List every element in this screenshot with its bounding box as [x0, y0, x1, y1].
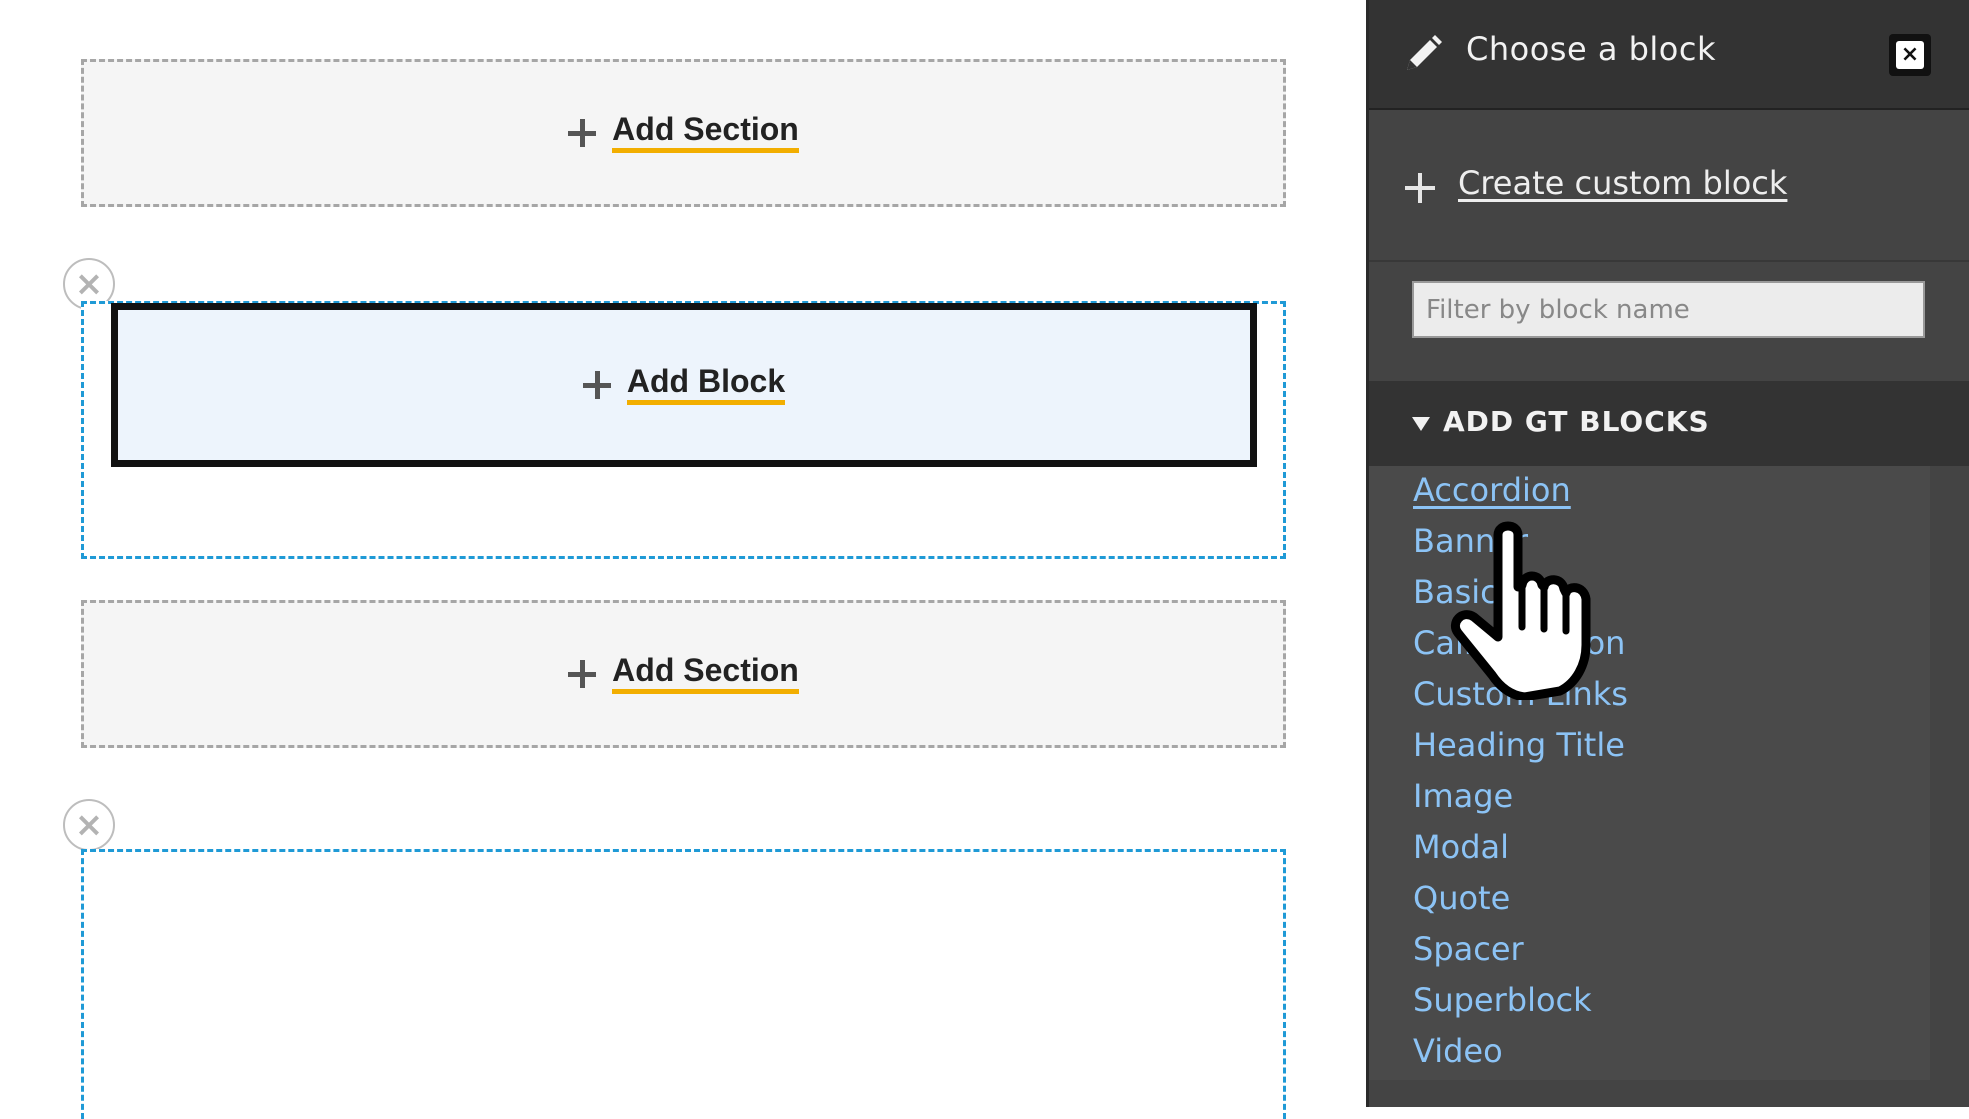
close-sidebar-button[interactable]: × [1889, 34, 1931, 76]
block-link-video[interactable]: Video [1413, 1032, 1503, 1070]
list-item: Accordion [1369, 466, 1930, 517]
pencil-icon [1407, 35, 1442, 70]
block-link-call-to-action[interactable]: Call to Action [1413, 624, 1626, 662]
create-custom-block-link[interactable]: Create custom block [1458, 164, 1788, 202]
add-section-link[interactable]: Add Section [612, 654, 799, 694]
sidebar-title: Choose a block [1466, 30, 1716, 68]
block-link-accordion[interactable]: Accordion [1413, 471, 1571, 509]
plus-icon [568, 660, 597, 688]
block-link-basic[interactable]: Basic [1413, 573, 1498, 611]
list-item: Banner [1369, 517, 1930, 568]
add-block-link[interactable]: Add Block [626, 365, 786, 405]
list-item: Image [1369, 772, 1930, 823]
add-section-link-row[interactable]: Add Section [568, 654, 799, 694]
plus-icon [1405, 173, 1435, 203]
block-link-spacer[interactable]: Spacer [1413, 930, 1524, 968]
list-item: Modal [1369, 823, 1930, 874]
section-region [81, 849, 1286, 1119]
block-link-modal[interactable]: Modal [1413, 828, 1509, 866]
add-section-link[interactable]: Add Section [612, 113, 799, 153]
caret-down-icon [1412, 417, 1430, 431]
list-item: Quote [1369, 874, 1930, 925]
block-group-toggle[interactable]: ADD GT BLOCKS [1369, 381, 1969, 466]
list-item: Basic [1369, 568, 1930, 619]
close-icon: × [74, 805, 104, 845]
block-group-title: ADD GT BLOCKS [1443, 405, 1710, 438]
list-item: Superblock [1369, 976, 1930, 1027]
remove-section-button[interactable]: × [63, 799, 115, 851]
add-section-area: Add Section [81, 600, 1286, 748]
close-icon: × [1896, 41, 1924, 69]
plus-icon [568, 119, 597, 147]
filter-block-input[interactable] [1412, 281, 1925, 338]
block-link-custom-links[interactable]: Custom Links [1413, 675, 1628, 713]
list-item: Call to Action [1369, 619, 1930, 670]
add-block-link-row[interactable]: Add Block [582, 365, 786, 405]
close-icon: × [74, 264, 104, 304]
block-list: Accordion Banner Basic Call to Action Cu… [1369, 466, 1930, 1080]
add-section-area: Add Section [81, 59, 1286, 207]
list-item: Custom Links [1369, 670, 1930, 721]
block-link-heading-title[interactable]: Heading Title [1413, 726, 1625, 764]
list-item: Video [1369, 1027, 1930, 1078]
block-link-image[interactable]: Image [1413, 777, 1514, 815]
block-link-banner[interactable]: Banner [1413, 522, 1528, 560]
list-item: Heading Title [1369, 721, 1930, 772]
choose-block-sidebar: Choose a block × Create custom block ADD… [1366, 0, 1969, 1107]
block-link-quote[interactable]: Quote [1413, 879, 1511, 917]
add-section-link-row[interactable]: Add Section [568, 113, 799, 153]
layout-canvas: Add Section × Add Block Add Section × [63, 59, 1286, 1119]
add-block-area[interactable]: Add Block [111, 303, 1257, 467]
block-link-superblock[interactable]: Superblock [1413, 981, 1592, 1019]
list-item: Spacer [1369, 925, 1930, 976]
plus-icon [582, 371, 611, 399]
create-custom-block-row: Create custom block [1369, 110, 1969, 262]
sidebar-header: Choose a block × [1369, 0, 1969, 110]
